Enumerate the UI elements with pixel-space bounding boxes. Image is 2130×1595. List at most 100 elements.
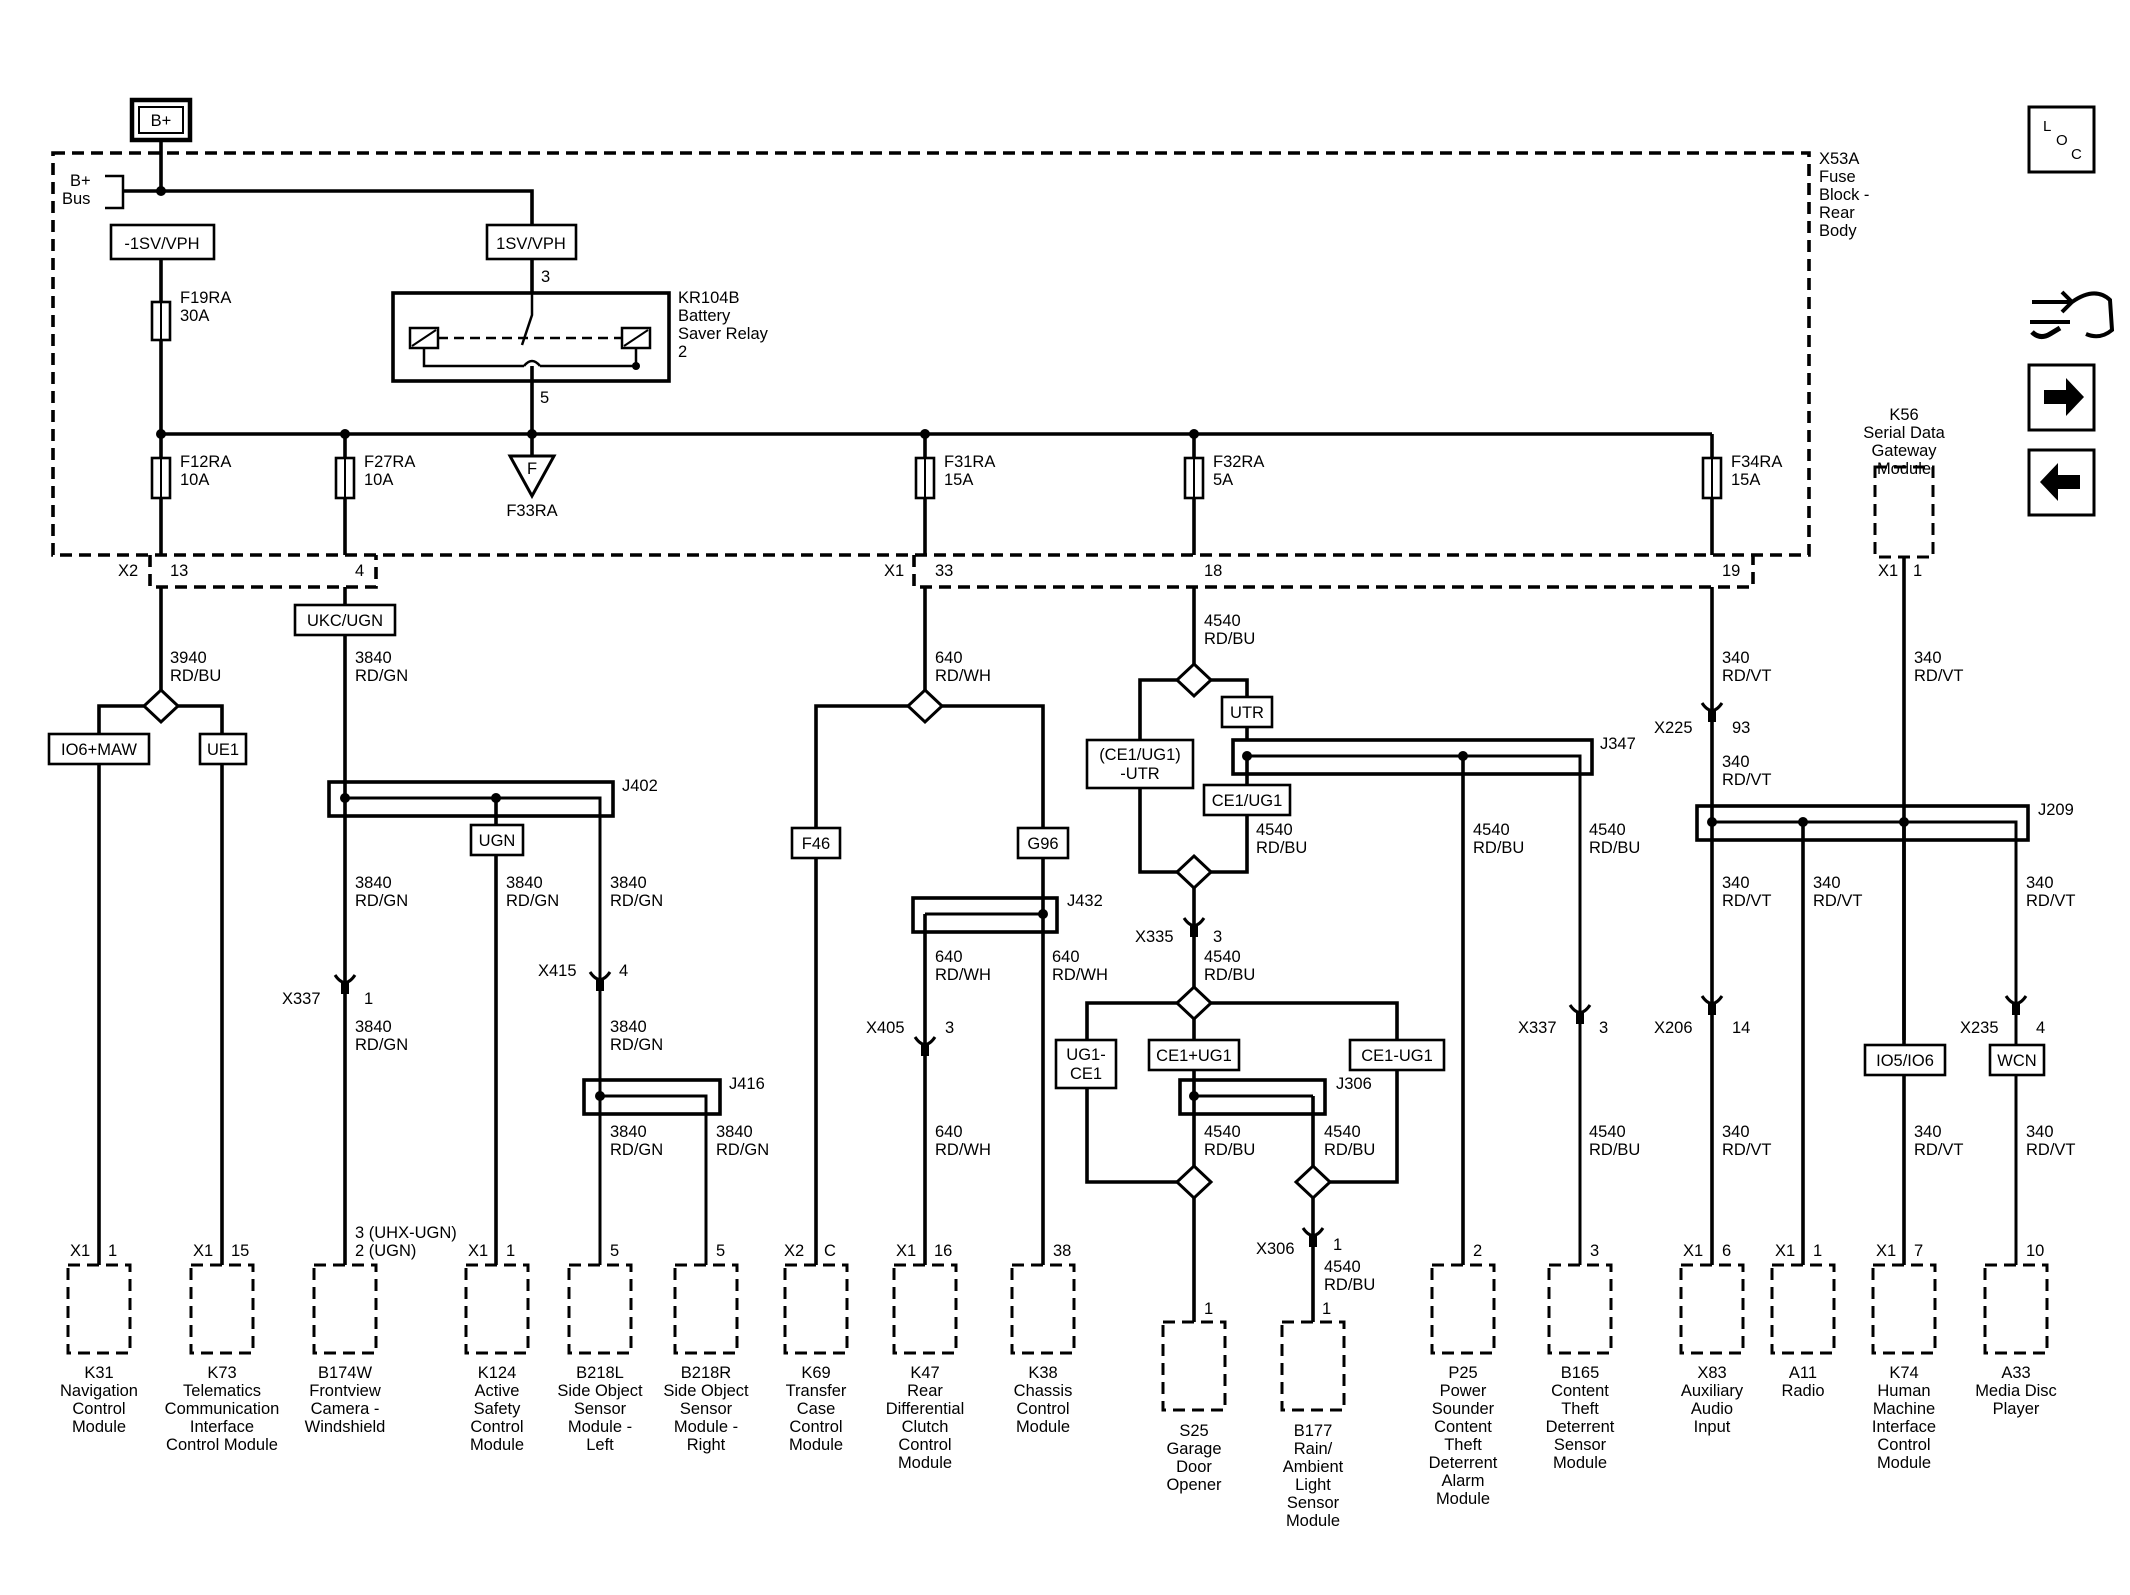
svg-text:-UTR: -UTR [1120, 765, 1159, 783]
svg-text:X2: X2 [784, 1242, 804, 1260]
option-wcn [1988, 1043, 2046, 1077]
svg-text:CE1+UG1: CE1+UG1 [1156, 1047, 1232, 1065]
svg-text:640: 640 [935, 649, 963, 667]
svg-text:F: F [527, 460, 537, 478]
svg-text:4540: 4540 [1256, 821, 1293, 839]
option-ug1-ce1 [1054, 1038, 1118, 1090]
svg-text:Rear: Rear [907, 1382, 943, 1400]
svg-text:Control: Control [1016, 1400, 1069, 1418]
svg-text:RD/VT: RD/VT [1914, 1141, 1964, 1159]
next-page-arrow-icon[interactable] [2027, 363, 2096, 432]
svg-text:Module: Module [1877, 1454, 1931, 1472]
svg-text:RD/VT: RD/VT [1813, 892, 1863, 910]
module-b218r: 5 B218R Side Object Sensor Module - Righ… [663, 1242, 749, 1454]
svg-text:Opener: Opener [1166, 1476, 1222, 1494]
splice-j347 [1231, 738, 1594, 776]
option-io6-maw [47, 732, 151, 766]
svg-text:UE1: UE1 [207, 741, 239, 759]
svg-text:Interface: Interface [1872, 1418, 1936, 1436]
svg-text:K74: K74 [1889, 1364, 1918, 1382]
svg-text:Deterrent: Deterrent [1429, 1454, 1498, 1472]
svg-text:Control: Control [470, 1418, 523, 1436]
svg-text:RD/BU: RD/BU [1204, 1141, 1255, 1159]
svg-text:Power: Power [1440, 1382, 1487, 1400]
svg-text:RD/VT: RD/VT [1722, 892, 1772, 910]
svg-text:13: 13 [170, 562, 188, 580]
svg-text:Bus: Bus [62, 190, 90, 208]
svg-text:3840: 3840 [355, 1018, 392, 1036]
svg-text:2: 2 [1473, 1242, 1482, 1260]
svg-text:16: 16 [934, 1242, 952, 1260]
relay-label: KR104B Battery Saver Relay 2 [678, 289, 769, 361]
svg-text:Module: Module [1877, 460, 1931, 478]
svg-text:Rear: Rear [1819, 204, 1855, 222]
svg-text:B165: B165 [1561, 1364, 1600, 1382]
svg-text:J347: J347 [1600, 735, 1636, 753]
svg-text:Differential: Differential [886, 1400, 965, 1418]
svg-text:Module: Module [1436, 1490, 1490, 1508]
svg-text:Saver Relay: Saver Relay [678, 325, 769, 343]
option-ue1 [198, 732, 248, 766]
option-ce1-plus-ug1 [1147, 1038, 1241, 1072]
svg-text:1: 1 [1813, 1242, 1822, 1260]
connector-x1-outline [912, 555, 1755, 589]
svg-text:3: 3 [1599, 1019, 1608, 1037]
svg-text:(CE1/UG1): (CE1/UG1) [1099, 746, 1181, 764]
svg-text:Body: Body [1819, 222, 1857, 240]
splice-diamond-4540-top [1174, 661, 1214, 699]
svg-text:1: 1 [1333, 1236, 1342, 1254]
svg-text:3840: 3840 [610, 1123, 647, 1141]
svg-text:K38: K38 [1028, 1364, 1057, 1382]
svg-text:93: 93 [1732, 719, 1750, 737]
svg-text:X1: X1 [1878, 562, 1898, 580]
svg-text:3: 3 [945, 1019, 954, 1037]
svg-text:RD/VT: RD/VT [1722, 667, 1772, 685]
svg-text:4540: 4540 [1324, 1123, 1361, 1141]
svg-text:S25: S25 [1179, 1422, 1208, 1440]
svg-text:Radio: Radio [1781, 1382, 1824, 1400]
svg-text:Side Object: Side Object [663, 1382, 749, 1400]
svg-text:Ambient: Ambient [1283, 1458, 1344, 1476]
svg-text:4: 4 [619, 962, 628, 980]
svg-text:Safety: Safety [474, 1400, 522, 1418]
svg-text:Fuse: Fuse [1819, 168, 1856, 186]
svg-text:Sensor: Sensor [574, 1400, 627, 1418]
splice-diamond-4540-low [1174, 984, 1214, 1022]
svg-text:4540: 4540 [1589, 821, 1626, 839]
svg-text:3: 3 [1213, 928, 1222, 946]
svg-text:Gateway: Gateway [1871, 442, 1937, 460]
svg-text:3840: 3840 [716, 1123, 753, 1141]
option-utr [1220, 695, 1274, 729]
svg-text:5: 5 [540, 389, 549, 407]
svg-text:O: O [2056, 132, 2068, 149]
connector-pinout-icon[interactable] [2030, 290, 2115, 340]
svg-text:F19RA: F19RA [180, 289, 231, 307]
svg-text:RD/WH: RD/WH [935, 667, 991, 685]
connector-x2-outline [148, 555, 378, 589]
previous-page-arrow-icon[interactable] [2027, 448, 2096, 517]
svg-text:RD/VT: RD/VT [2026, 892, 2076, 910]
svg-text:340: 340 [1722, 753, 1750, 771]
svg-text:UKC/UGN: UKC/UGN [307, 612, 383, 630]
svg-text:Telematics: Telematics [183, 1382, 261, 1400]
svg-text:4540: 4540 [1324, 1258, 1361, 1276]
fuse-block-outline [51, 151, 1811, 557]
svg-text:K69: K69 [801, 1364, 830, 1382]
svg-text:Control: Control [789, 1418, 842, 1436]
b-plus-bus: B+ Bus [62, 140, 534, 225]
option-ugn [469, 823, 525, 857]
svg-text:Interface: Interface [190, 1418, 254, 1436]
svg-text:4540: 4540 [1589, 1123, 1626, 1141]
svg-text:19: 19 [1722, 562, 1740, 580]
svg-text:4540: 4540 [1473, 821, 1510, 839]
svg-text:J209: J209 [2038, 801, 2074, 819]
location-icon[interactable]: L O C [2027, 105, 2096, 174]
svg-text:IO5/IO6: IO5/IO6 [1876, 1052, 1934, 1070]
splice-j209 [1695, 804, 2030, 842]
splice-diamond-s25 [1174, 1163, 1214, 1201]
